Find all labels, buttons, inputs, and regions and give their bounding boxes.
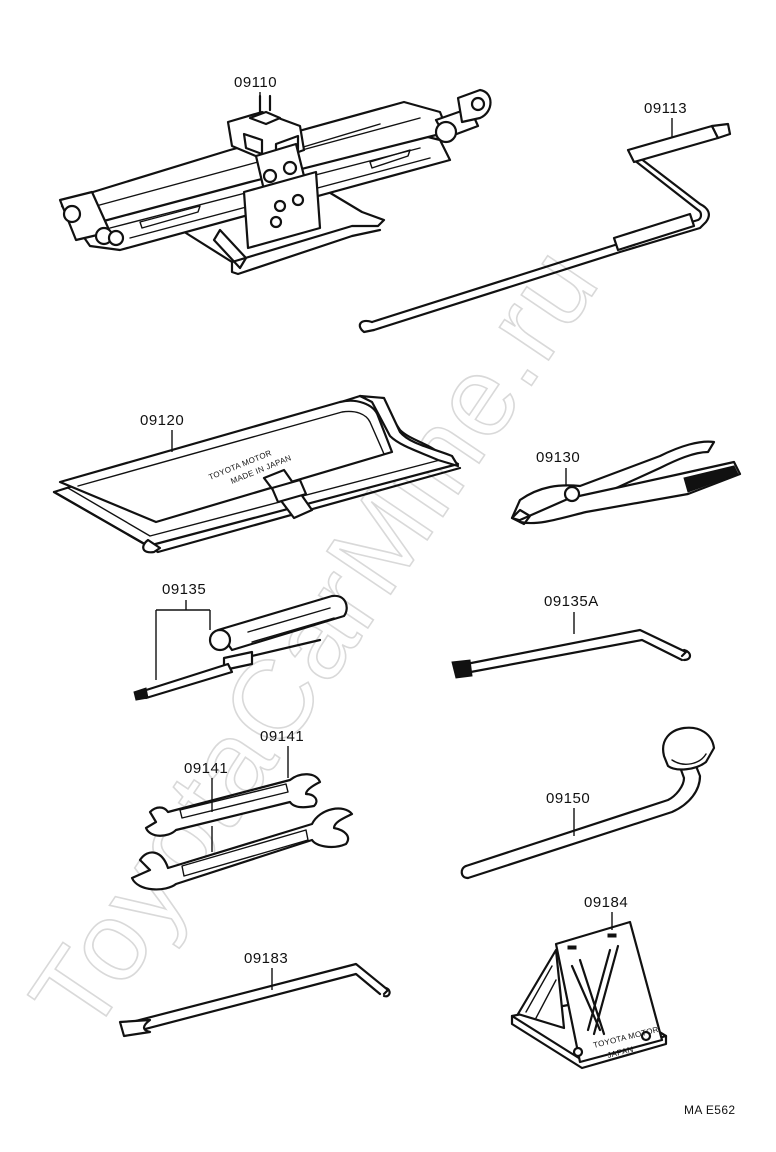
- label-wrench-lower: 09141: [184, 760, 228, 777]
- label-screwdriver: 09135: [162, 581, 206, 598]
- watermark: ToyotaCarMine.ru: [6, 224, 622, 1053]
- label-jack-handle: 09113: [644, 100, 687, 117]
- label-jack: 09110: [234, 74, 277, 91]
- wrench-lower-drawing: [130, 807, 354, 891]
- label-hub-nut-wrench: 09150: [546, 790, 590, 807]
- label-screwdriver-bent: 09135A: [544, 593, 599, 610]
- figure-reference: MA E562: [684, 1103, 736, 1117]
- leader-screwdriver: [155, 600, 211, 680]
- jack-drawing: [58, 88, 492, 276]
- wrench-upper-drawing: [144, 773, 322, 837]
- label-wrench-upper: 09141: [260, 728, 304, 745]
- jack-handle-drawing: [358, 122, 732, 334]
- wheel-cap-lever-drawing: [118, 962, 391, 1038]
- tool-bag-drawing: [52, 394, 462, 554]
- label-wheel-chock: 09184: [584, 894, 628, 911]
- screwdriver-drawing: [133, 594, 348, 701]
- hub-nut-wrench-drawing: [460, 726, 716, 880]
- label-pliers: 09130: [536, 449, 580, 466]
- label-wheel-cap-lever: 09183: [244, 950, 288, 967]
- wheel-chock-drawing: [510, 920, 668, 1070]
- label-tool-bag: 09120: [140, 412, 184, 429]
- pliers-drawing: [510, 440, 742, 526]
- screwdriver-bent-drawing: [451, 628, 692, 679]
